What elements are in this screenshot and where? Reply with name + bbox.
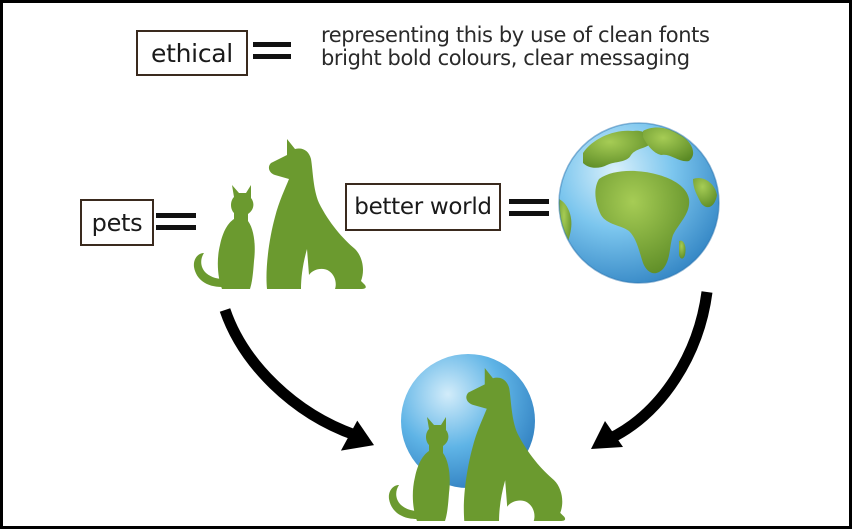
pets-silhouette-icon <box>193 139 366 289</box>
better-world-label-text: better world <box>354 194 492 220</box>
pets-to-result-arrow <box>219 308 375 451</box>
description-line-1: representing this by use of clean fonts <box>321 23 710 47</box>
ethical-equals-sign <box>253 42 291 59</box>
world-to-result-arrow <box>591 291 713 449</box>
ethical-label-text: ethical <box>151 38 233 68</box>
better-world-label: better world <box>345 183 501 231</box>
ethical-label: ethical <box>136 30 248 76</box>
pets-label-text: pets <box>91 208 143 237</box>
pets-with-globe-logo-icon <box>388 354 566 521</box>
description-line-2: bright bold colours, clear messaging <box>321 46 690 70</box>
earth-globe-icon <box>558 122 720 284</box>
ethical-description: representing this by use of clean fonts … <box>321 24 710 70</box>
pets-equals-sign <box>156 213 196 230</box>
better-world-equals-sign <box>509 199 549 216</box>
pets-label: pets <box>80 199 154 246</box>
diagram-artwork <box>193 122 720 521</box>
